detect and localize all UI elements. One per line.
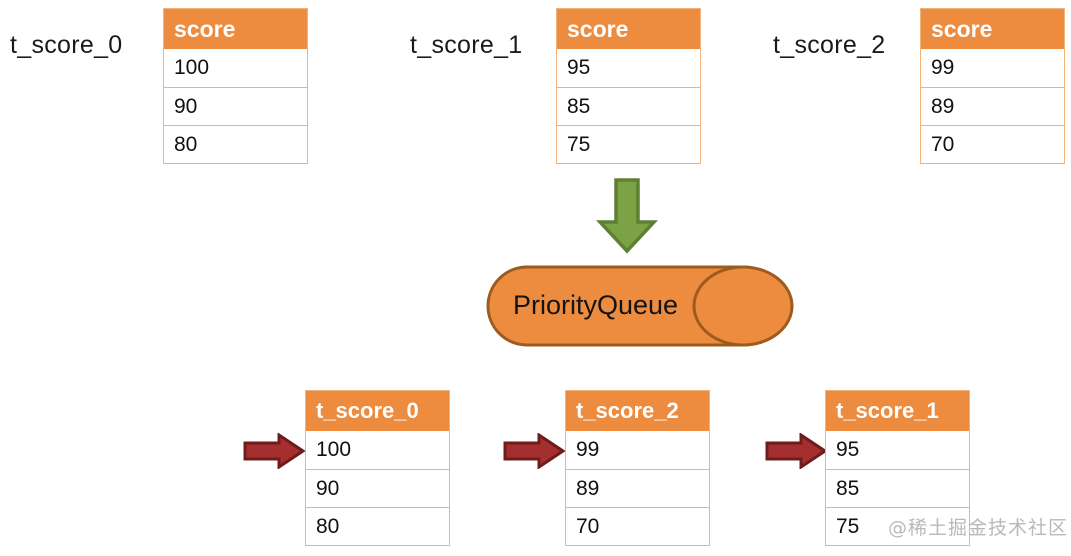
output-table-1-cell-1: 89: [566, 469, 709, 507]
output-table-0-cell-2: 80: [306, 507, 449, 545]
input-table-0-cell-2: 80: [164, 125, 307, 163]
arrow-down-icon: [596, 178, 658, 254]
input-table-0-cell-0: 100: [164, 49, 307, 87]
arrow-right-icon-1: [503, 433, 565, 469]
output-table-2: t_score_1 95 85 75: [825, 390, 970, 546]
output-table-0-cell-0: 100: [306, 431, 449, 469]
output-table-1-cell-0: 99: [566, 431, 709, 469]
input-table-0-header: score: [164, 9, 307, 49]
output-table-2-cell-1: 85: [826, 469, 969, 507]
priority-queue-label: PriorityQueue: [513, 290, 679, 320]
input-table-0: score 100 90 80: [163, 8, 308, 164]
output-table-0-cell-1: 90: [306, 469, 449, 507]
output-table-2-header: t_score_1: [826, 391, 969, 431]
input-table-2: score 99 89 70: [920, 8, 1065, 164]
watermark-text: @稀土掘金技术社区: [888, 517, 1069, 539]
output-table-2-cell-2: 75: [826, 507, 969, 545]
input-table-0-cell-1: 90: [164, 87, 307, 125]
input-table-1: score 95 85 75: [556, 8, 701, 164]
output-table-2-cell-0: 95: [826, 431, 969, 469]
input-table-2-cell-0: 99: [921, 49, 1064, 87]
input-table-2-cell-1: 89: [921, 87, 1064, 125]
output-table-1: t_score_2 99 89 70: [565, 390, 710, 546]
output-table-0: t_score_0 100 90 80: [305, 390, 450, 546]
output-table-1-cell-2: 70: [566, 507, 709, 545]
arrow-right-icon-2: [765, 433, 827, 469]
input-table-2-cell-2: 70: [921, 125, 1064, 163]
input-table-1-cell-2: 75: [557, 125, 700, 163]
input-table-label-1: t_score_1: [410, 31, 523, 59]
input-table-1-header: score: [557, 9, 700, 49]
input-table-1-cell-1: 85: [557, 87, 700, 125]
output-table-0-header: t_score_0: [306, 391, 449, 431]
priority-queue-shape[interactable]: [483, 262, 795, 350]
input-table-2-header: score: [921, 9, 1064, 49]
input-table-label-0: t_score_0: [10, 31, 123, 59]
output-table-1-header: t_score_2: [566, 391, 709, 431]
arrow-right-icon-0: [243, 433, 305, 469]
input-table-1-cell-0: 95: [557, 49, 700, 87]
input-table-label-2: t_score_2: [773, 31, 886, 59]
